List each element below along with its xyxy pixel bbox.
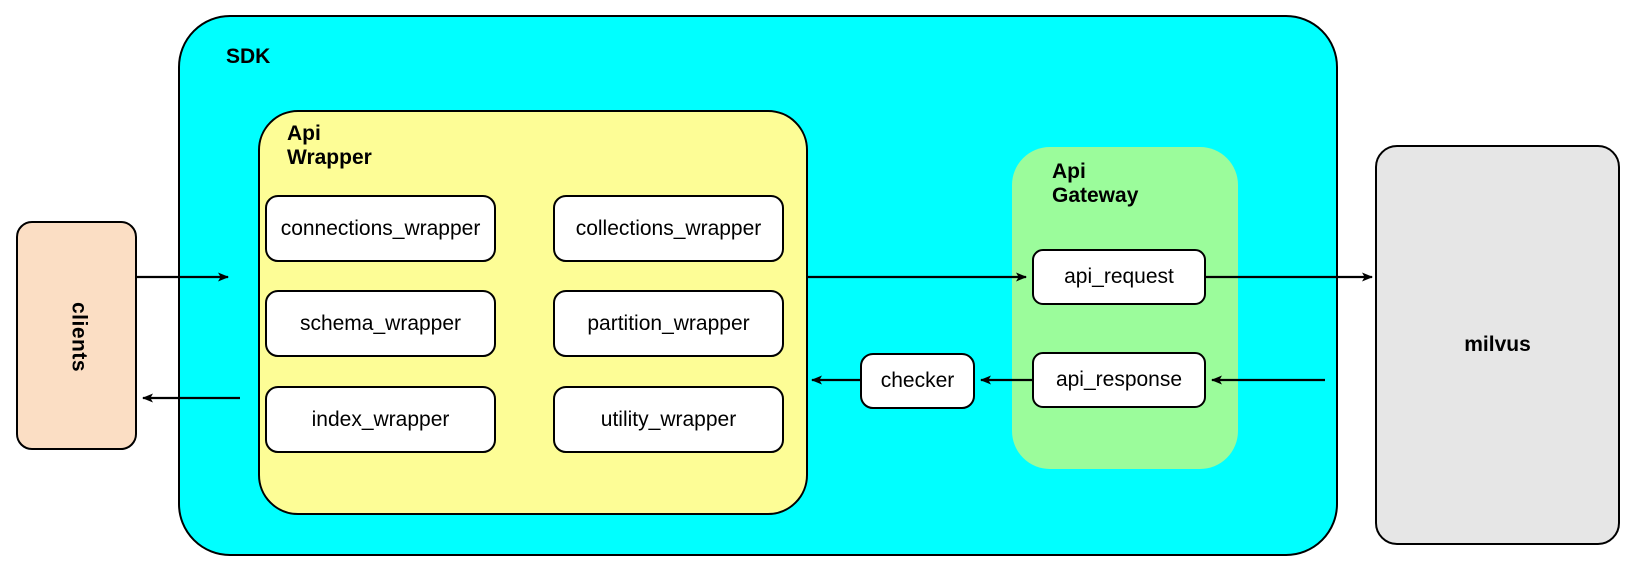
node-collections-wrapper[interactable]: collections_wrapper: [553, 195, 784, 262]
node-utility-wrapper[interactable]: utility_wrapper: [553, 386, 784, 453]
node-api-request[interactable]: api_request: [1032, 249, 1206, 305]
api-gateway-label: Api Gateway: [1052, 160, 1139, 207]
sdk-label: SDK: [226, 45, 271, 68]
clients-label-wrap: clients: [18, 223, 139, 452]
api-wrapper-label: Api Wrapper: [287, 122, 372, 169]
node-checker[interactable]: checker: [860, 353, 975, 409]
milvus-label: milvus: [1464, 333, 1531, 356]
clients-node[interactable]: clients: [16, 221, 137, 450]
node-schema-wrapper[interactable]: schema_wrapper: [265, 290, 496, 357]
clients-label: clients: [67, 302, 91, 373]
node-index-wrapper[interactable]: index_wrapper: [265, 386, 496, 453]
node-connections-wrapper[interactable]: connections_wrapper: [265, 195, 496, 262]
api-gateway-container[interactable]: Api Gateway: [1012, 147, 1238, 469]
milvus-node[interactable]: milvus: [1375, 145, 1620, 545]
node-api-response[interactable]: api_response: [1032, 352, 1206, 408]
node-partition-wrapper[interactable]: partition_wrapper: [553, 290, 784, 357]
